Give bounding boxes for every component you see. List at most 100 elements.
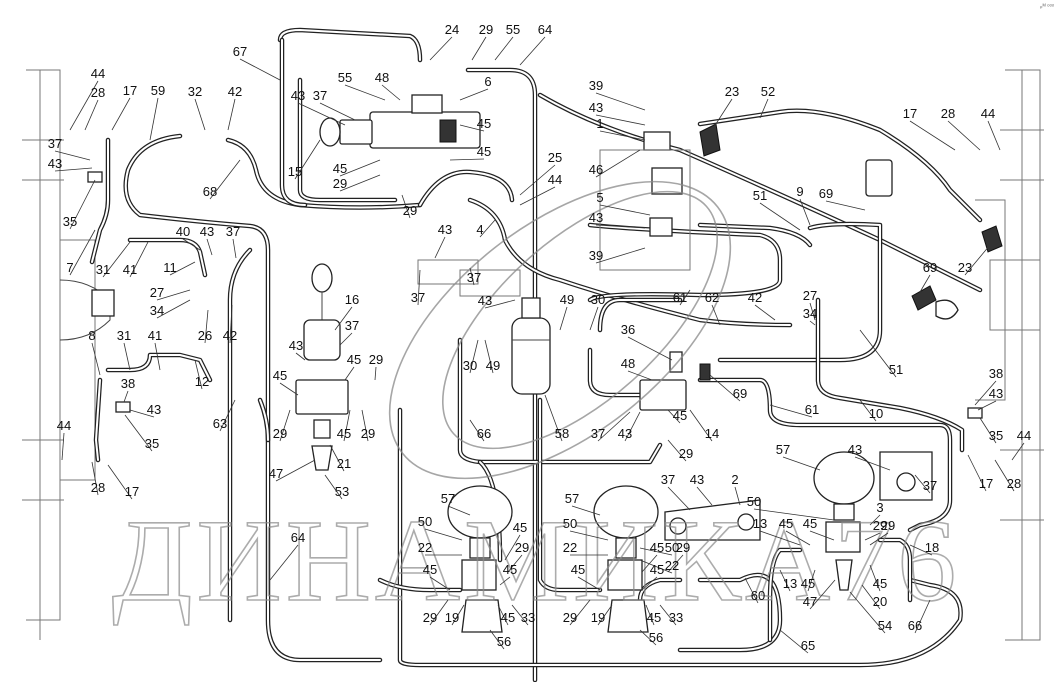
pipe-bore-4 [279, 29, 421, 61]
callout-number: 45 [273, 368, 287, 383]
callout-number: 35 [989, 428, 1003, 443]
leader-line [275, 459, 316, 482]
leader-line [947, 120, 981, 151]
callout-number: 64 [538, 22, 552, 37]
leader-line [987, 120, 1001, 151]
leader-line [107, 464, 133, 500]
callout-number: 43 [989, 386, 1003, 401]
callout-number: 55 [506, 22, 520, 37]
callout-number: 2 [731, 472, 738, 487]
leader-line [859, 329, 897, 378]
components [87, 94, 1003, 633]
leader-line [967, 454, 987, 492]
leader-line [169, 261, 196, 276]
leader-line [209, 159, 241, 200]
callout-number: 47 [269, 466, 283, 481]
callout-number: 32 [188, 84, 202, 99]
leader-line [519, 164, 556, 196]
leader-line [494, 36, 514, 61]
callout-number: 39 [589, 248, 603, 263]
leader-line [154, 342, 161, 371]
leader-line [979, 417, 997, 444]
right-valve-assembly [599, 131, 893, 271]
leader-line [754, 304, 776, 321]
leader-line [469, 419, 485, 442]
callout-number: 48 [375, 70, 389, 85]
leader-line [381, 84, 401, 101]
callout-number: 36 [621, 322, 635, 337]
callout-number: 43 [438, 222, 452, 237]
callout-number: 45 [803, 516, 817, 531]
callout-number: 45 [347, 352, 361, 367]
callout-number: 44 [91, 66, 105, 81]
leader-line [344, 84, 386, 101]
leader-line [339, 332, 353, 346]
leader-line [429, 576, 451, 591]
callout-number: 56 [497, 634, 511, 649]
leader-line [129, 409, 155, 418]
top-valve-block [319, 94, 481, 149]
left-wheel-outline [22, 69, 115, 640]
callout-number: 21 [337, 456, 351, 471]
leader-line [639, 547, 673, 556]
leader-line [484, 339, 494, 374]
accumulator-right [813, 451, 875, 591]
callout-number: 50 [665, 540, 679, 555]
leader-line [769, 404, 813, 418]
callout-number: 55 [338, 70, 352, 85]
leader-line [511, 604, 529, 626]
pipe-8 [417, 169, 515, 208]
leader-line [451, 604, 465, 626]
callout-number: 31 [96, 262, 110, 277]
pipe-bore-31 [879, 539, 911, 601]
callout-number: 48 [621, 356, 635, 371]
leader-line [595, 224, 646, 229]
callout-number: 4 [476, 222, 483, 237]
callout-number: 45 [513, 520, 527, 535]
leader-line [569, 530, 609, 541]
leader-line [627, 370, 653, 381]
pipe-bore-5 [281, 39, 306, 206]
leader-line [641, 576, 658, 591]
pipe-bore-8 [419, 170, 513, 206]
leader-line [194, 359, 203, 390]
callout-number: 29 [676, 540, 690, 555]
callout-number: 37 [345, 318, 359, 333]
leader-line [667, 554, 684, 573]
callout-number: 66 [477, 426, 491, 441]
callout-number: 44 [1017, 428, 1031, 443]
leader-line [519, 186, 556, 206]
callout-number: 45 [503, 562, 517, 577]
callout-number: 43 [848, 442, 862, 457]
leader-line [54, 150, 91, 161]
leader-line [499, 576, 511, 586]
callout-number: 60 [751, 588, 765, 603]
callout-number: 43 [589, 210, 603, 225]
callout-number: 43 [291, 88, 305, 103]
leader-line [69, 179, 96, 230]
callout-number: 29 [515, 540, 529, 555]
callout-number: 9 [796, 184, 803, 199]
leader-line [194, 98, 206, 131]
leader-line [859, 399, 877, 422]
leader-line [977, 400, 997, 411]
leader-line [744, 577, 759, 604]
callout-number: 29 [881, 518, 895, 533]
callout-number: 29 [273, 426, 287, 441]
right-wheel-outline [975, 69, 1044, 641]
callout-number: 41 [148, 328, 162, 343]
callout-number: 62 [705, 290, 719, 305]
leader-line [577, 576, 601, 591]
callout-number: 44 [981, 106, 995, 121]
leader-line [597, 411, 631, 442]
pipe-bore-17 [589, 349, 661, 396]
leader-line [597, 604, 613, 626]
leader-line [507, 554, 523, 573]
callout-number: 45 [477, 116, 491, 131]
leader-line [156, 299, 191, 319]
callout-number: 17 [903, 106, 917, 121]
callout-number: 63 [213, 416, 227, 431]
leader-line [599, 130, 646, 141]
callout-number: 43 [478, 293, 492, 308]
leader-line [61, 432, 65, 461]
